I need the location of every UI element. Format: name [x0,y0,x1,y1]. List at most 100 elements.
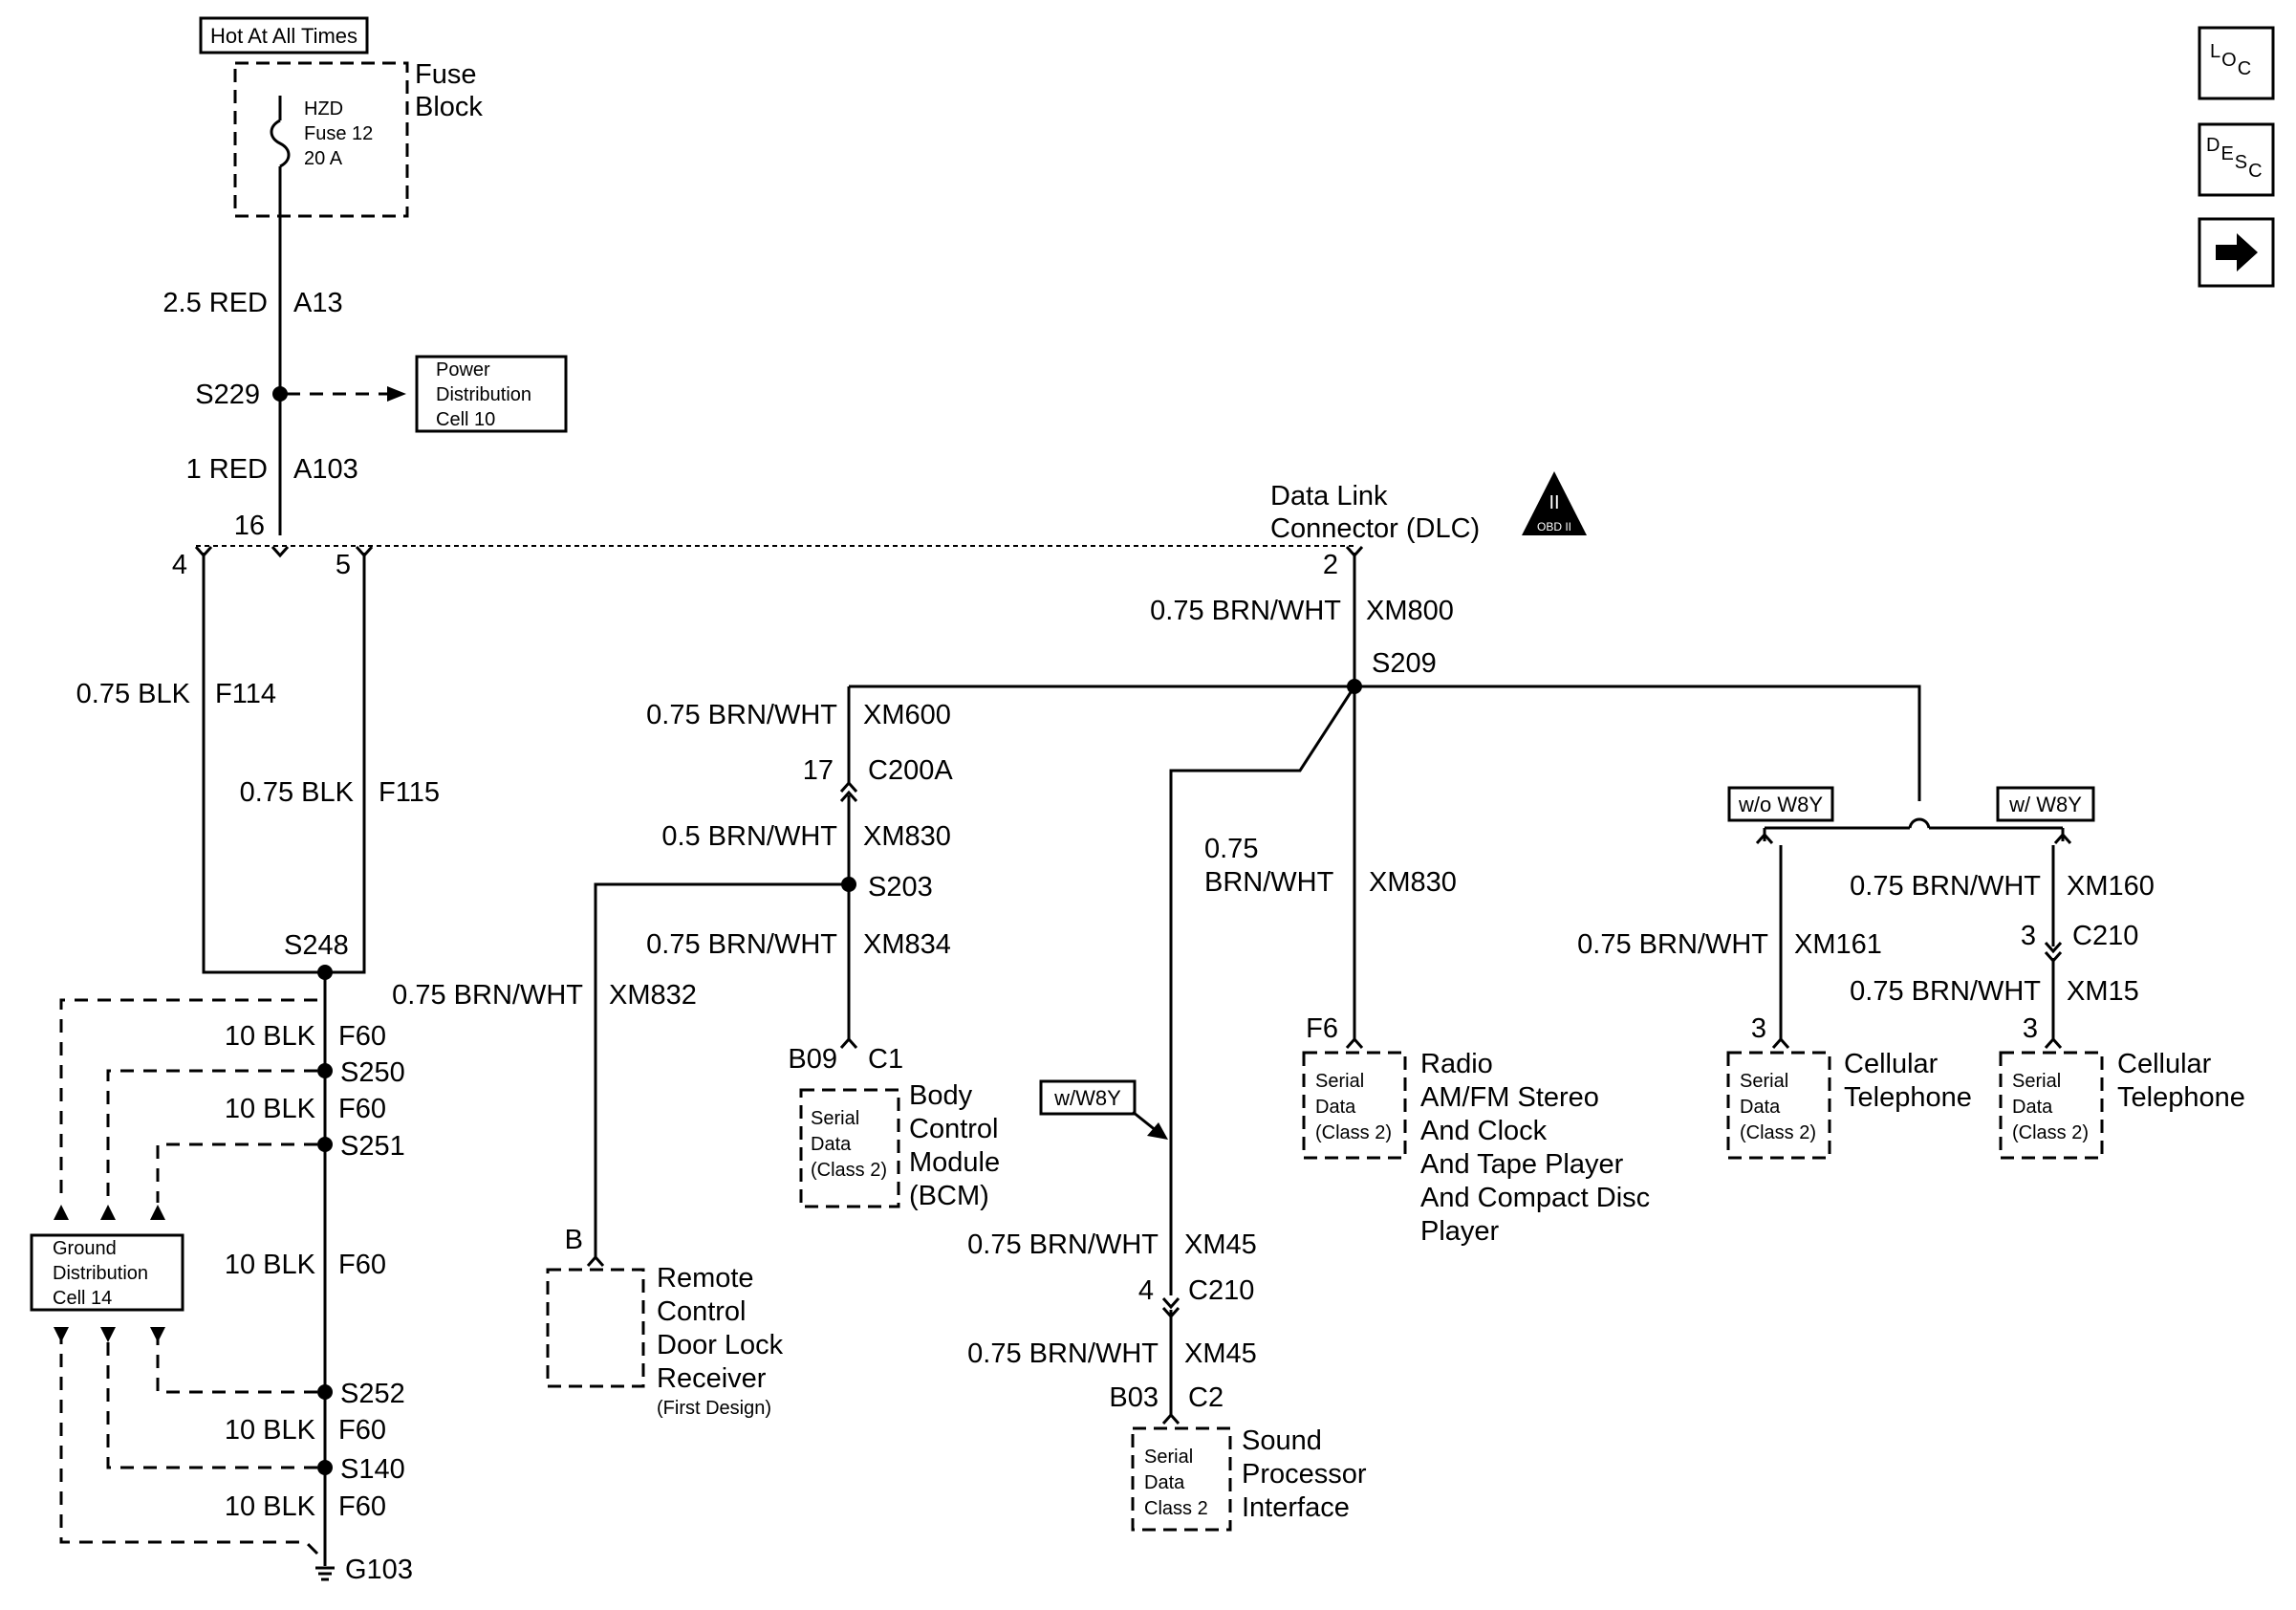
ground-feed-s252 [156,1327,317,1394]
loc-button[interactable] [2198,26,2275,100]
wire-xm830b-label-1: 0.75 [1204,834,1258,864]
dlc-title-2: Connector (DLC) [1270,513,1480,544]
option-w8y-sp-label: w/W8Y [1053,1086,1121,1110]
desc-button[interactable] [2198,122,2275,197]
bcm-label-1: Body [909,1080,973,1111]
radio-serial-1: Serial [1315,1071,1364,1092]
wire-f115-label: 0.75 BLK [240,777,355,808]
bcm-pin: B09 [788,1044,837,1075]
option-w-w8y-box [1996,786,2095,822]
cell1-label-2: Telephone [1844,1082,1972,1113]
ground-symbol-icon [315,1566,335,1581]
cell1-serial-2: Data [1740,1097,1781,1118]
dlc-title-1: Data Link [1270,481,1388,511]
wire-xm832-circuit: XM832 [609,980,697,1011]
obd-ii-icon [1522,471,1587,535]
hot-label-box [199,16,369,54]
hot-label: Hot At All Times [210,24,357,48]
bcm-serial-2: Data [811,1134,852,1155]
ground-arrow-4 [54,1327,69,1342]
power-dist-label-1: Power [436,359,490,381]
c210b-label: C210 [2072,921,2138,951]
c210b-fork [2044,942,2063,964]
wire-xm830a-circuit: XM830 [863,821,951,852]
wire-xm45-circuit-2: XM45 [1184,1338,1257,1369]
cell2-fork [2044,1036,2063,1049]
ground-dist-label-1: Ground [53,1238,117,1259]
ground-feed-s250 [106,1069,317,1203]
right-arrow-icon [2216,233,2258,272]
power-dist-label-3: Cell 10 [436,409,495,430]
splice-s251-dot [317,1137,333,1152]
rcdl-fork [586,1254,605,1267]
desc-button-label[interactable]: DESC [2206,135,2263,182]
wire-a103-label: 1 RED [186,454,268,485]
bcm-label-2: Control [909,1114,999,1144]
next-button[interactable] [2198,217,2275,288]
bcm-label-3: Module [909,1147,1000,1178]
wire-xm45-label-1: 0.75 BRN/WHT [967,1229,1159,1260]
rcdl-label-4: Receiver [657,1363,767,1394]
option-w8y-sp-box [1039,1079,1137,1116]
ground-dist-label-3: Cell 14 [53,1288,112,1309]
wire-f115 [325,553,366,974]
c210-label: C210 [1188,1275,1254,1306]
dlc-pin5: 5 [336,550,351,580]
obd-symbol-text: II [1549,492,1559,513]
sp-pin: B03 [1109,1382,1159,1413]
wire-xm161-label: 0.75 BRN/WHT [1577,929,1768,960]
wire-f60-label-5: 10 BLK [225,1491,316,1522]
option-jumper-icon [1908,817,1931,829]
fuse-label-3: 20 A [304,148,343,169]
sp-fork [1161,1412,1180,1425]
option-w8y-sp-arrowhead [1147,1122,1168,1140]
wire-xm161-circuit: XM161 [1794,929,1882,960]
splice-s250-dot [317,1063,333,1078]
radio-label-2: AM/FM Stereo [1420,1082,1599,1113]
bcm-label-4: (BCM) [909,1181,989,1211]
wire-xm800-label: 0.75 BRN/WHT [1150,596,1341,626]
ground-arrow-6 [150,1327,165,1342]
ground-feed-s251 [156,1142,317,1203]
ground-feed-s140 [106,1327,317,1469]
wire-f114 [202,553,325,974]
sp-label-1: Sound [1242,1425,1322,1456]
fuse-label-1: HZD [304,98,343,120]
splice-s203-label: S203 [868,872,933,903]
rcdl-note: (First Design) [657,1398,771,1419]
radio-label-3: And Clock [1420,1116,1548,1146]
wire-xm832-label: 0.75 BRN/WHT [392,980,583,1011]
wire-f60-circuit-5: F60 [338,1491,386,1522]
dlc-pin16-fork [271,546,290,558]
wire-f60-label-1: 10 BLK [225,1021,316,1052]
splice-s229-label: S229 [195,380,260,410]
splice-s252-dot [317,1384,333,1400]
cell1-serial-3: (Class 2) [1740,1122,1816,1143]
ground-arrow-3 [150,1205,165,1220]
option-w8y-sp-pointer [1132,1110,1158,1133]
option-wo-w8y-box [1727,786,1834,822]
wire-a13-circuit: A13 [293,288,343,318]
bcm-box [799,1088,900,1208]
ground-dist-box [30,1233,184,1312]
dlc-pin16: 16 [234,511,265,541]
splice-s229-dot [272,386,288,402]
sp-serial-3: Class 2 [1144,1498,1208,1519]
loc-button-label[interactable]: LOC [2210,41,2251,79]
option-right-fork [2053,832,2072,844]
wire-xm800-circuit: XM800 [1366,596,1454,626]
radio-pin: F6 [1306,1013,1338,1044]
wire-xm45-label-2: 0.75 BRN/WHT [967,1338,1159,1369]
sp-box [1131,1426,1232,1532]
rcdl-box [546,1268,645,1388]
splice-s209-label: S209 [1372,648,1437,679]
wire-xm160-label: 0.75 BRN/WHT [1850,871,2041,902]
c210b-pin: 3 [2021,921,2036,951]
cell2-serial-2: Data [2012,1097,2053,1118]
radio-label-4: And Tape Player [1420,1149,1624,1180]
option-w-w8y-label: w/ W8Y [2008,793,2082,816]
dlc-pin4-fork [194,546,213,558]
wire-xm830b-label-2: BRN/WHT [1204,867,1334,898]
radio-serial-2: Data [1315,1097,1356,1118]
